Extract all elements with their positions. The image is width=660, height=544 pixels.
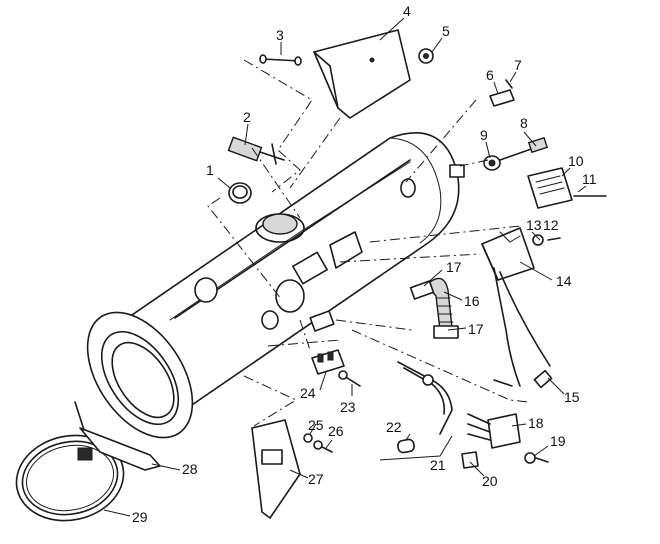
callout-20: 20 [482, 473, 498, 489]
callout-13: 13 [526, 217, 542, 233]
part-24-terminal-block [311, 349, 345, 375]
callout-9: 9 [480, 127, 488, 143]
part-17-clamp-upper [409, 280, 435, 300]
part-4-cover [313, 29, 411, 119]
callout-18: 18 [528, 415, 544, 431]
callout-29: 29 [132, 509, 148, 525]
part-19-screw [524, 452, 549, 464]
part-12-13-hardware [532, 234, 561, 246]
assembly-lines [207, 59, 529, 427]
callout-28: 28 [182, 461, 198, 477]
callout-17b: 17 [468, 321, 484, 337]
callout-12: 12 [543, 217, 559, 233]
callout-17a: 17 [446, 259, 462, 275]
callout-10: 10 [568, 153, 584, 169]
part-1-cap [228, 182, 252, 204]
callout-15: 15 [564, 389, 580, 405]
part-15-harness [493, 267, 553, 389]
part-3-rod [259, 54, 302, 66]
part-28-bracket [74, 401, 161, 471]
callout-26: 26 [328, 423, 344, 439]
callout-14: 14 [556, 273, 572, 289]
callout-24: 24 [300, 385, 316, 401]
part-9-fitting [483, 155, 501, 171]
callout-8: 8 [520, 115, 528, 131]
part-20-cap [461, 451, 479, 469]
callout-7: 7 [514, 57, 522, 73]
heater-cylinder [86, 132, 465, 439]
callout-22: 22 [386, 419, 402, 435]
part-5-grommet [418, 48, 434, 64]
callout-6: 6 [486, 67, 494, 83]
callout-2: 2 [243, 109, 251, 125]
part-18-thermostat [467, 413, 521, 449]
callout-3: 3 [276, 27, 284, 43]
part-17-clamp-lower [433, 325, 459, 339]
callout-19: 19 [550, 433, 566, 449]
callout-5: 5 [442, 23, 450, 39]
callout-25: 25 [308, 417, 324, 433]
callout-27: 27 [308, 471, 324, 487]
part-22-capsule [397, 438, 415, 454]
callout-11: 11 [582, 171, 597, 187]
callout-4: 4 [403, 3, 411, 19]
callout-16: 16 [464, 293, 480, 309]
part-14-controller [481, 227, 535, 281]
part-29-end-ring [15, 434, 125, 522]
callout-23: 23 [340, 399, 356, 415]
callout-1: 1 [206, 162, 214, 178]
part-2-plug [227, 136, 285, 165]
part-27-plate [251, 419, 301, 519]
callout-labels: 1 2 3 4 5 6 7 8 9 10 11 12 13 14 15 16 1… [132, 3, 597, 525]
part-10-label-plate [527, 167, 573, 209]
part-6-7-bracket [489, 79, 515, 107]
callout-21: 21 [430, 457, 446, 473]
part-23-screw [338, 370, 361, 387]
hardware-25-26 [303, 433, 333, 453]
part-21-harness [397, 361, 453, 435]
leader-lines [103, 17, 587, 517]
part-8-probe [499, 136, 549, 161]
fitting-near-16 [261, 310, 335, 332]
